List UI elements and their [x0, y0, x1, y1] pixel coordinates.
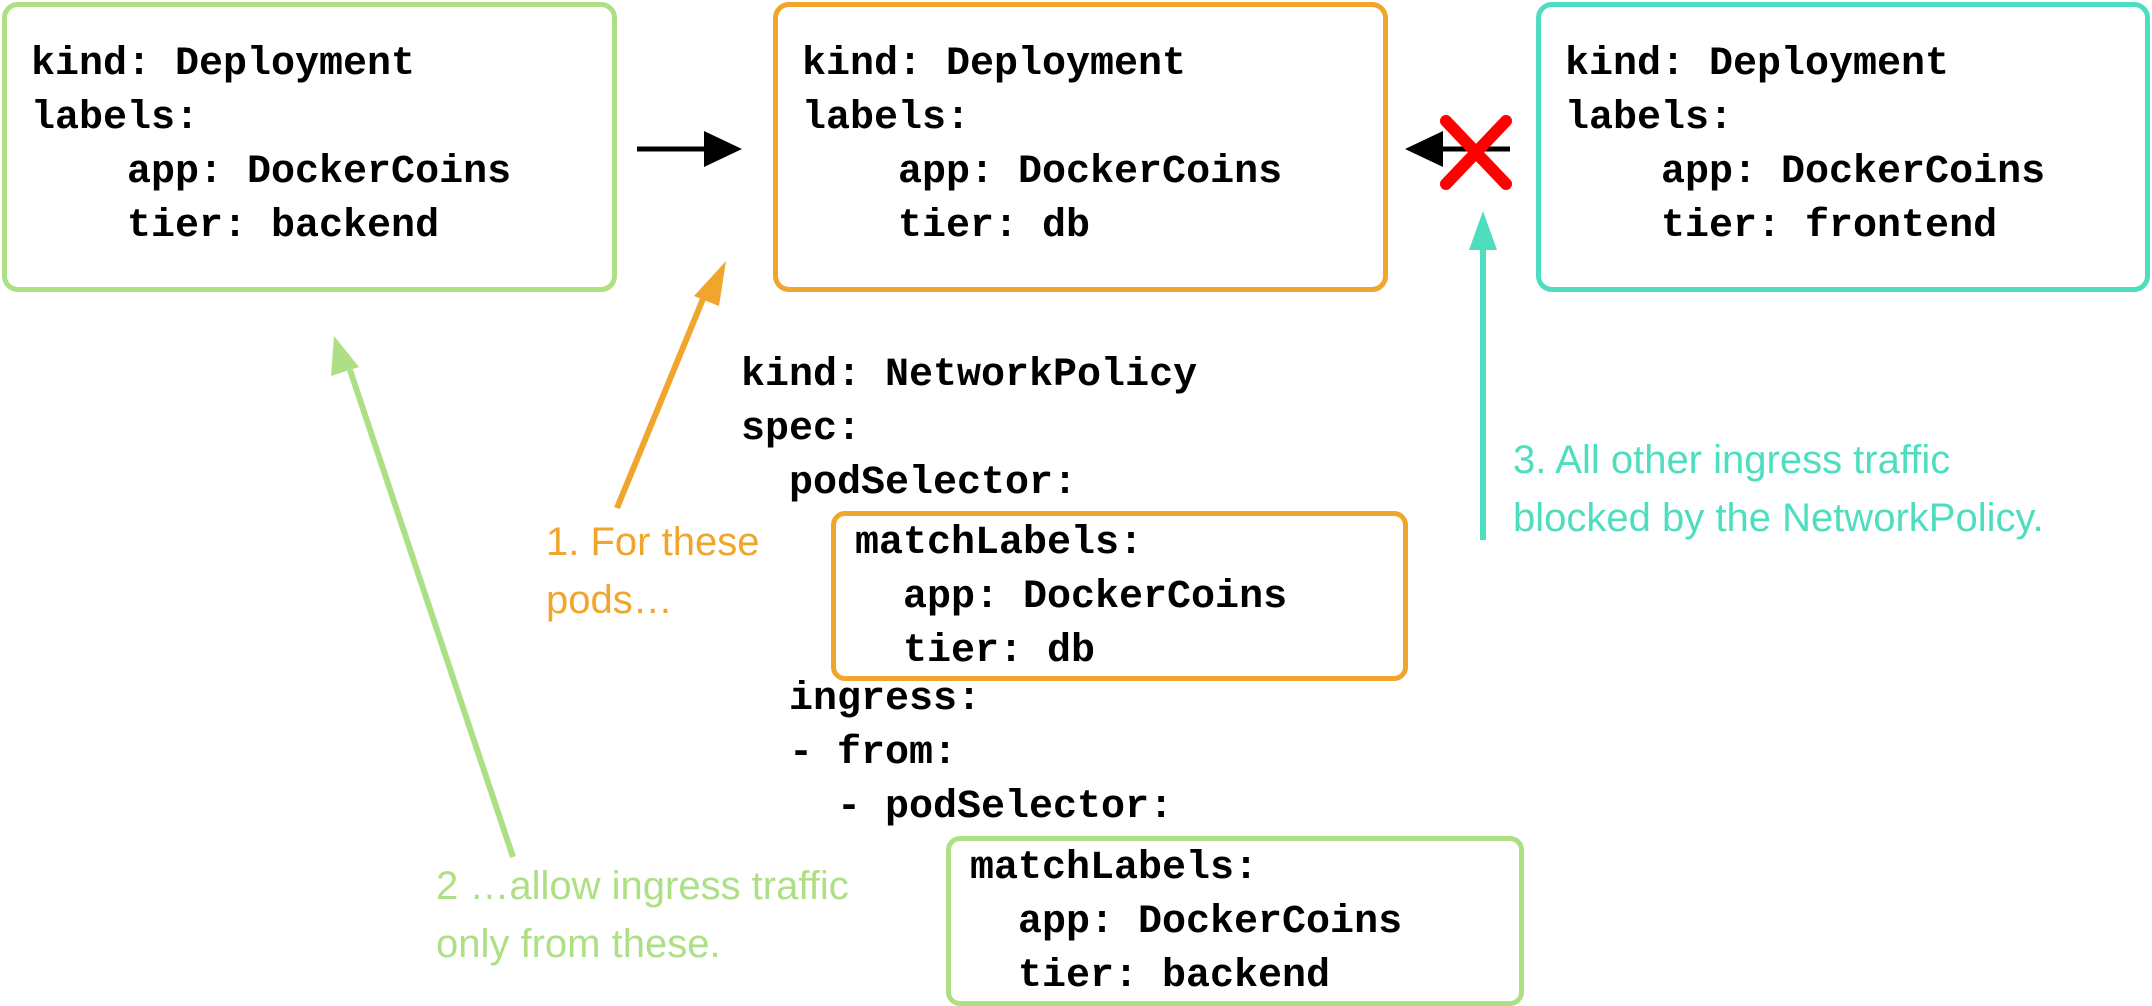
policy-ingress-podselector-line: - podSelector: [741, 785, 1174, 830]
app-label-line: app: DockerCoins [855, 575, 1288, 620]
deployment-backend-card: kind: Deployment labels: app: DockerCoin… [2, 2, 617, 292]
step-1-pointer-arrow [614, 261, 726, 510]
tier-label-line: tier: db [802, 204, 1091, 249]
deployment-db-manifest: kind: Deployment labels: app: DockerCoin… [802, 38, 1282, 254]
policy-podselector-line: podSelector: [741, 461, 1078, 506]
tier-label-line: tier: backend [31, 204, 440, 249]
step-2-pointer-arrow [331, 336, 516, 858]
policy-spec-line: spec: [741, 407, 862, 452]
policy-target-matchlabels-box: matchLabels: app: DockerCoins tier: db [831, 511, 1408, 681]
annotation-step-2: 2 …allow ingress traffic only from these… [436, 857, 849, 973]
deployment-frontend-card: kind: Deployment labels: app: DockerCoin… [1536, 2, 2150, 292]
tier-label-line: tier: db [855, 629, 1096, 674]
matchlabels-line: matchLabels: [855, 521, 1144, 566]
annotation-step-3-line-1: 3. All other ingress traffic [1513, 438, 1951, 482]
allowed-traffic-arrow [637, 131, 742, 167]
step-3-pointer-arrow [1469, 211, 1497, 540]
app-label-line: app: DockerCoins [1565, 150, 2046, 195]
policy-source-matchlabels-box: matchLabels: app: DockerCoins tier: back… [946, 836, 1524, 1006]
annotation-step-1-line-1: 1. For these [546, 520, 760, 564]
blocked-x-icon [1440, 115, 1512, 190]
annotation-step-3: 3. All other ingress traffic blocked by … [1513, 431, 2044, 547]
tier-label-line: tier: backend [970, 954, 1331, 999]
policy-source-matchlabels: matchLabels: app: DockerCoins tier: back… [970, 842, 1402, 1004]
policy-target-matchlabels: matchLabels: app: DockerCoins tier: db [855, 517, 1287, 679]
app-label-line: app: DockerCoins [31, 150, 512, 195]
networkpolicy-manifest: kind: NetworkPolicy spec: podSelector: i… [741, 349, 1197, 835]
policy-kind-line: kind: NetworkPolicy [741, 353, 1198, 398]
labels-line: labels: [31, 96, 200, 141]
app-label-line: app: DockerCoins [970, 900, 1403, 945]
policy-ingress-line: ingress: [741, 677, 982, 722]
kind-line: kind: Deployment [802, 42, 1187, 87]
deployment-db-card: kind: Deployment labels: app: DockerCoin… [773, 2, 1388, 292]
deployment-frontend-manifest: kind: Deployment labels: app: DockerCoin… [1565, 38, 2045, 254]
matchlabels-line: matchLabels: [970, 846, 1259, 891]
labels-line: labels: [802, 96, 971, 141]
policy-from-line: - from: [741, 731, 958, 776]
tier-label-line: tier: frontend [1565, 204, 1998, 249]
app-label-line: app: DockerCoins [802, 150, 1283, 195]
annotation-step-2-line-1: 2 …allow ingress traffic [436, 864, 849, 908]
kind-line: kind: Deployment [31, 42, 416, 87]
deployment-backend-manifest: kind: Deployment labels: app: DockerCoin… [31, 38, 511, 254]
annotation-step-2-line-2: only from these. [436, 922, 721, 966]
annotation-step-3-line-2: blocked by the NetworkPolicy. [1513, 496, 2044, 540]
labels-line: labels: [1565, 96, 1734, 141]
kind-line: kind: Deployment [1565, 42, 1950, 87]
annotation-step-1-line-2: pods… [546, 578, 673, 622]
annotation-step-1: 1. For these pods… [546, 513, 759, 629]
